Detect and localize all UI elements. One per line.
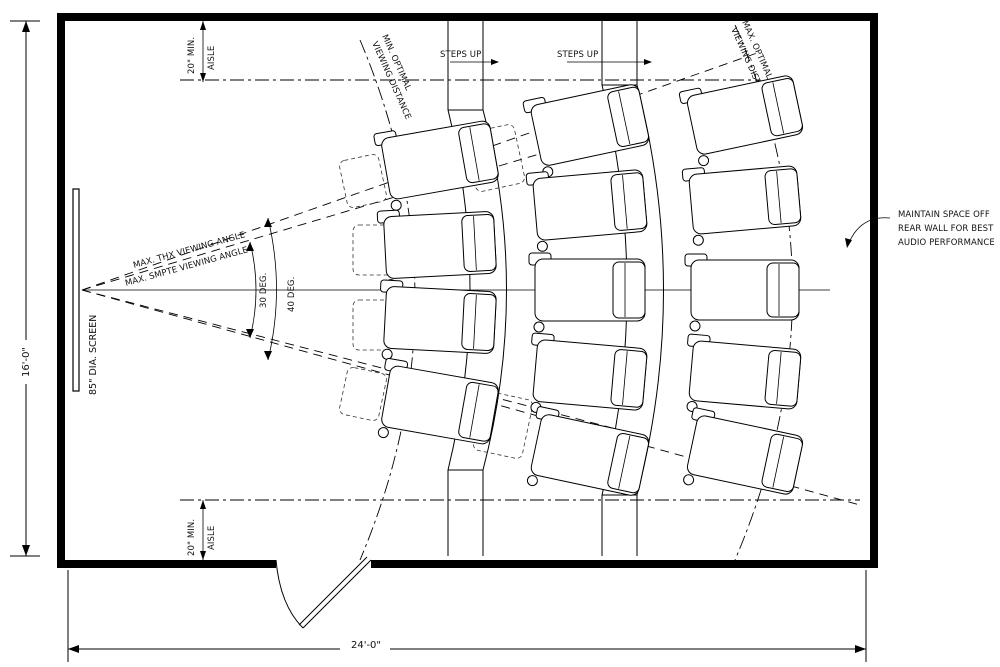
angle-40-label: 40 DEG. (287, 277, 297, 312)
steps-up-right: STEPS UP (557, 50, 652, 65)
seating (373, 75, 804, 496)
seat-rear-2 (681, 165, 802, 246)
min-optimal-arc (359, 39, 416, 561)
screen-label: 85" DIA. SCREEN (88, 315, 99, 395)
seat-rear-1 (678, 75, 804, 167)
note-line1: MAINTAIN SPACE OFF (898, 210, 990, 220)
aisle-bottom-line1: 20" MIN. (187, 519, 197, 556)
steps-up-right-label: STEPS UP (557, 50, 598, 60)
seat-rear-5 (683, 407, 804, 495)
seat-middle-3 (528, 252, 646, 333)
aisle-bottom: 20" MIN. AISLE (187, 500, 217, 560)
seat-middle-1 (522, 84, 650, 178)
aisle-bottom-line2: AISLE (207, 526, 217, 550)
smpte-upper (81, 129, 621, 291)
seat-front-4 (377, 357, 499, 445)
seat-middle-2 (525, 169, 648, 252)
depth-label: 16'-0" (21, 347, 32, 377)
door (275, 556, 372, 629)
aisle-top-line2: AISLE (207, 46, 217, 70)
note-line3: AUDIO PERFORMANCE (898, 238, 995, 248)
seat-rear-4 (686, 333, 802, 413)
aisle-top-line1: 20" MIN. (187, 37, 197, 74)
note-line2: REAR WALL FOR BEST (898, 224, 994, 234)
projection-screen: 85" DIA. SCREEN (72, 188, 99, 395)
rear-wall-note: MAINTAIN SPACE OFF REAR WALL FOR BEST AU… (845, 210, 995, 248)
seat-rear-3 (684, 253, 800, 332)
angle-40: 40 DEG. (264, 217, 297, 361)
curved-arrow-icon (847, 217, 891, 246)
seat-front-3 (380, 279, 497, 360)
smpte-lower (81, 289, 621, 431)
dimension-width: 24'-0" (67, 570, 867, 662)
aisle-top: 20" MIN. AISLE (187, 21, 217, 82)
min-optimal-label: MIN. OPTIMAL VIEWING DISTANCE (369, 33, 413, 121)
dimension-depth: 16'-0" (10, 20, 40, 557)
steps-up-left: STEPS UP (440, 50, 499, 65)
angle-30: 30 DEG. (246, 241, 269, 339)
seat-middle-5 (526, 406, 650, 496)
steps-up-left-label: STEPS UP (440, 50, 481, 60)
seat-front-2 (376, 209, 497, 291)
seat-front-1 (373, 120, 499, 211)
width-label: 24'-0" (351, 640, 381, 651)
seat-middle-4 (530, 332, 648, 413)
angle-30-label: 30 DEG. (259, 273, 269, 308)
